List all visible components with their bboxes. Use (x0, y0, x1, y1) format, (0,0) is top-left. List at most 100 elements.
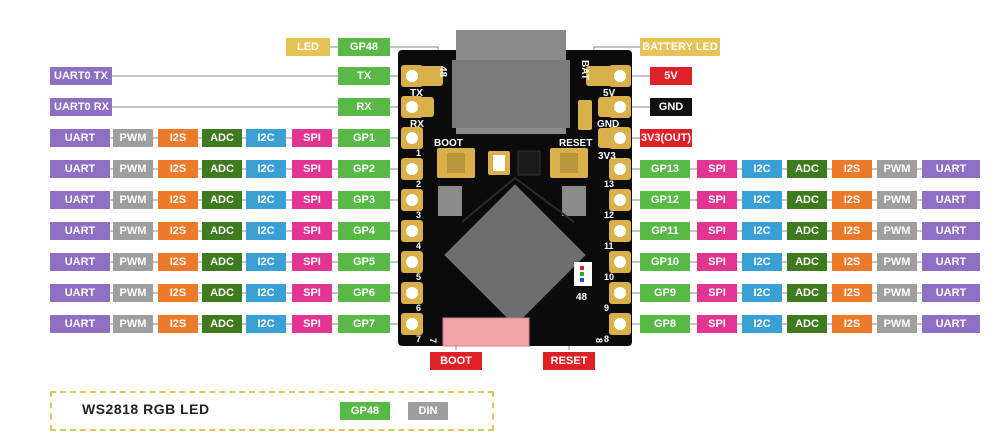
uart-label: UART (922, 222, 980, 240)
rgb-led-red (580, 266, 584, 270)
led-gpio-label: GP48 (338, 38, 390, 56)
i2c-label: I2C (246, 253, 286, 271)
pwm-label: PWM (877, 253, 917, 271)
adc-label: ADC (787, 222, 827, 240)
spi-label: SPI (292, 315, 332, 333)
adc-label: ADC (787, 284, 827, 302)
uart-label: UART (50, 253, 110, 271)
spi-label: SPI (697, 253, 737, 271)
v5-label: 5V (650, 67, 692, 85)
pwm-label: PWM (113, 315, 153, 333)
silk-pin7-rot: 7 (428, 338, 438, 343)
silk-left-4: 4 (416, 241, 421, 251)
v33-label: 3V3(OUT) (640, 129, 692, 147)
silk-right-9: 9 (604, 303, 609, 313)
i2c-label: I2C (742, 284, 782, 302)
i2c-label: I2C (742, 160, 782, 178)
adc-label: ADC (787, 253, 827, 271)
spi-label: SPI (292, 222, 332, 240)
component-pad (578, 100, 592, 130)
adc-label: ADC (202, 284, 242, 302)
i2c-label: I2C (246, 284, 286, 302)
spi-label: SPI (697, 284, 737, 302)
i2s-label: I2S (158, 253, 198, 271)
usb-connector-body (452, 60, 570, 128)
silk-left-3: 3 (416, 210, 421, 220)
gpio-label: GP13 (640, 160, 690, 178)
rgb-led-green (580, 272, 584, 276)
rgb-led-blue (580, 278, 584, 282)
i2s-label: I2S (158, 129, 198, 147)
silk-bat: BAT (579, 60, 590, 80)
i2s-label: I2S (832, 222, 872, 240)
uart-label: UART (50, 284, 110, 302)
right-pin-2-hole (614, 194, 626, 206)
silk-left-2: 2 (416, 179, 421, 189)
left-pin-1-hole (406, 132, 418, 144)
gpio-label: GP8 (640, 315, 690, 333)
pwm-label: PWM (113, 284, 153, 302)
adc-label: ADC (202, 191, 242, 209)
pwm-label: PWM (877, 222, 917, 240)
i2s-label: I2S (832, 191, 872, 209)
uart-label: UART (50, 160, 110, 178)
legend-din: DIN (408, 402, 448, 420)
gpio-label: GP9 (640, 284, 690, 302)
v33-pin-hole (614, 132, 626, 144)
gpio-label: GP6 (338, 284, 390, 302)
gnd-label: GND (650, 98, 692, 116)
tx-label: TX (338, 67, 390, 85)
battery-led-label: BATTERY LED (640, 38, 720, 56)
gpio-label: GP11 (640, 222, 690, 240)
adc-label: ADC (202, 129, 242, 147)
i2c-label: I2C (742, 191, 782, 209)
reset-label: RESET (543, 352, 595, 370)
pwm-label: PWM (113, 253, 153, 271)
adc-label: ADC (787, 315, 827, 333)
uart-label: UART (50, 222, 110, 240)
uart-rx-label: UART0 RX (50, 98, 112, 116)
rx-pin-hole (406, 101, 418, 113)
uart-label: UART (922, 253, 980, 271)
boot-button-cap (447, 153, 465, 173)
adc-label: ADC (202, 253, 242, 271)
pwm-label: PWM (877, 315, 917, 333)
i2c-label: I2C (246, 222, 286, 240)
silk-tx: TX (410, 88, 423, 99)
adc-label: ADC (787, 191, 827, 209)
pwm-label: PWM (113, 191, 153, 209)
silk-rx: RX (410, 119, 424, 130)
led-label: LED (286, 38, 330, 56)
spi-label: SPI (697, 315, 737, 333)
silk-5v: 5V (603, 88, 616, 99)
silk-gnd: GND (597, 119, 619, 130)
spi-label: SPI (292, 160, 332, 178)
right-pin-6-hole (614, 318, 626, 330)
rx-label: RX (338, 98, 390, 116)
i2c-label: I2C (246, 315, 286, 333)
uart-label: UART (922, 315, 980, 333)
right-pin-5-hole (614, 287, 626, 299)
pwm-label: PWM (877, 191, 917, 209)
gpio-label: GP4 (338, 222, 390, 240)
uart-label: UART (50, 129, 110, 147)
gpio-label: GP7 (338, 315, 390, 333)
adc-label: ADC (202, 160, 242, 178)
component-pad (517, 150, 541, 176)
adc-label: ADC (787, 160, 827, 178)
i2s-label: I2S (832, 253, 872, 271)
reset-button-cap (560, 153, 578, 173)
pwm-label: PWM (877, 284, 917, 302)
left-pin-4-hole (406, 225, 418, 237)
tr-pad-ext-2 (598, 128, 612, 148)
right-pin-4-hole (614, 256, 626, 268)
i2c-label: I2C (246, 191, 286, 209)
left-pin-2-hole (406, 163, 418, 175)
gpio-label: GP3 (338, 191, 390, 209)
gpio-label: GP2 (338, 160, 390, 178)
i2s-label: I2S (158, 191, 198, 209)
pwm-label: PWM (113, 160, 153, 178)
component-body (493, 155, 505, 171)
silk-left-7: 7 (416, 334, 421, 344)
